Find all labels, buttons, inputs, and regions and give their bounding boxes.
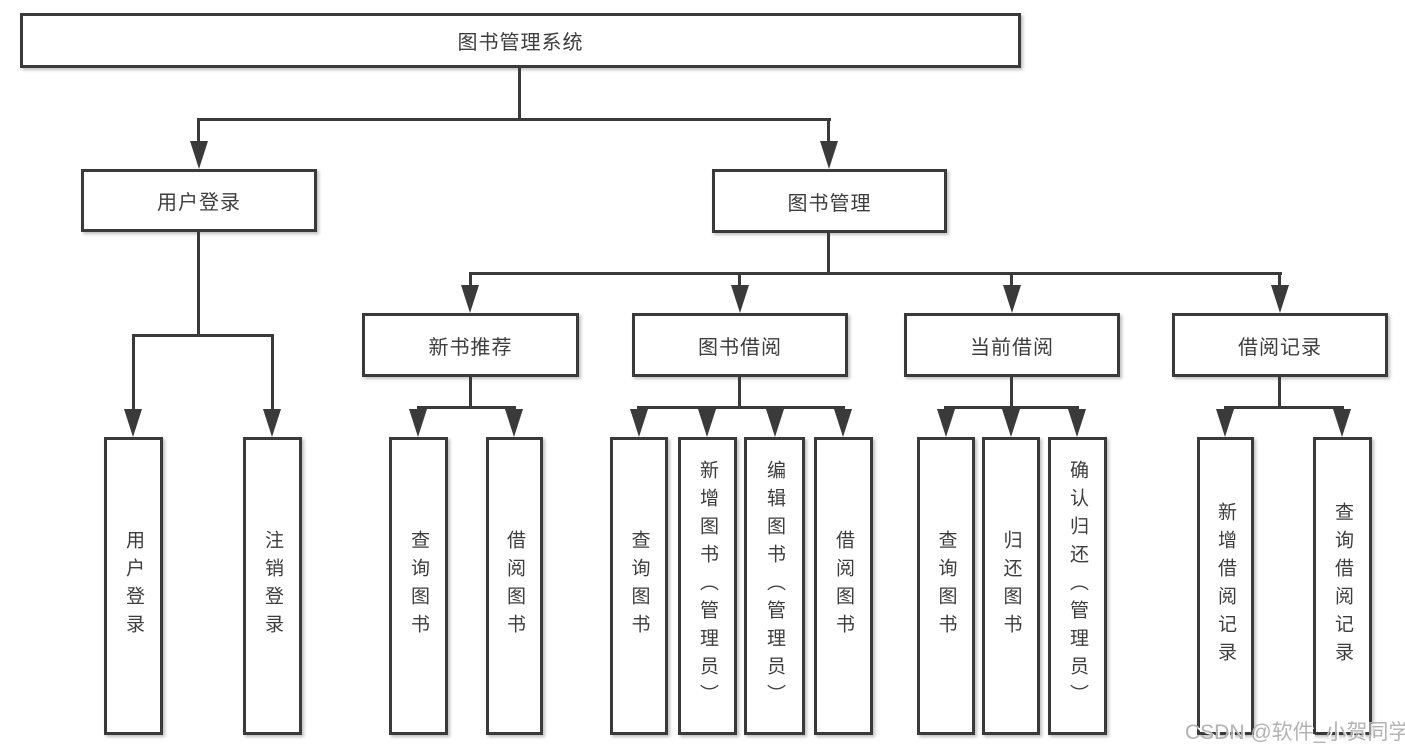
node-book-management: 图书管理 bbox=[712, 169, 947, 233]
node-user-login: 用户登录 bbox=[81, 169, 317, 232]
connector-borrow-records-stem bbox=[1278, 377, 1281, 408]
arrow-down-icon bbox=[937, 409, 955, 437]
connector-new-book-branch bbox=[417, 406, 516, 409]
arrow-down-icon bbox=[820, 141, 838, 169]
arrow-down-icon bbox=[1002, 409, 1020, 437]
node-current-borrow: 当前借阅 bbox=[904, 313, 1120, 377]
arrow-down-icon bbox=[1216, 409, 1234, 437]
arrow-down-icon bbox=[1333, 409, 1351, 437]
leaf-confirm-return-admin: 确认归还（管理员） bbox=[1048, 437, 1107, 735]
leaf-logout: 注销登录 bbox=[243, 437, 302, 735]
leaf-query-books-recommend: 查询图书 bbox=[389, 437, 448, 735]
connector-to-new-book bbox=[469, 272, 472, 287]
arrow-down-icon bbox=[505, 409, 523, 437]
arrow-down-icon bbox=[409, 409, 427, 437]
leaf-edit-books-admin: 编辑图书（管理员） bbox=[744, 437, 805, 735]
leaf-query-borrow-record: 查询借阅记录 bbox=[1313, 437, 1372, 735]
arrow-down-icon bbox=[190, 141, 208, 169]
connector-book-borrow-stem bbox=[738, 377, 741, 408]
connector-to-leaf-user-login bbox=[132, 334, 135, 411]
arrow-down-icon bbox=[698, 409, 716, 437]
connector-root-stem bbox=[518, 66, 521, 120]
arrow-down-icon bbox=[766, 409, 784, 437]
connector-borrow-records-branch bbox=[1224, 406, 1344, 409]
leaf-borrow-books: 借阅图书 bbox=[814, 437, 873, 735]
node-library-system: 图书管理系统 bbox=[20, 13, 1021, 68]
csdn-watermark: CSDN @软件_小贺同学 bbox=[1185, 721, 1405, 744]
connector-book-management-branch bbox=[469, 272, 1282, 275]
connector-to-book-management bbox=[827, 118, 830, 145]
connector-book-management-stem bbox=[827, 233, 830, 275]
connector-to-borrow-records bbox=[1278, 272, 1281, 287]
arrow-down-icon bbox=[731, 285, 749, 313]
leaf-query-books-borrow: 查询图书 bbox=[610, 437, 668, 735]
arrow-down-icon bbox=[1271, 285, 1289, 313]
leaf-borrow-books-recommend: 借阅图书 bbox=[486, 437, 543, 735]
node-book-borrow: 图书借阅 bbox=[632, 313, 848, 377]
connector-book-borrow-branch bbox=[637, 406, 845, 409]
connector-current-borrow-stem bbox=[1010, 377, 1013, 408]
node-borrow-records: 借阅记录 bbox=[1172, 313, 1388, 377]
arrow-down-icon bbox=[1068, 409, 1086, 437]
leaf-add-books-admin: 新增图书（管理员） bbox=[678, 437, 737, 735]
connector-new-book-stem bbox=[469, 377, 472, 408]
connector-to-user-login bbox=[197, 118, 200, 145]
leaf-return-books: 归还图书 bbox=[982, 437, 1040, 735]
arrow-down-icon bbox=[263, 409, 281, 437]
connector-to-current-borrow bbox=[1010, 272, 1013, 287]
arrow-down-icon bbox=[834, 409, 852, 437]
arrow-down-icon bbox=[124, 409, 142, 437]
arrow-down-icon bbox=[1003, 285, 1021, 313]
connector-root-branch bbox=[197, 118, 831, 121]
connector-user-login-stem bbox=[197, 232, 200, 337]
leaf-user-login: 用户登录 bbox=[104, 437, 163, 735]
connector-current-borrow-branch bbox=[944, 406, 1079, 409]
connector-user-login-branch bbox=[132, 334, 274, 337]
arrow-down-icon bbox=[461, 285, 479, 313]
connector-to-leaf-logout bbox=[271, 334, 274, 411]
node-new-book-recommend: 新书推荐 bbox=[362, 313, 579, 377]
leaf-add-borrow-record: 新增借阅记录 bbox=[1197, 437, 1254, 735]
connector-to-book-borrow bbox=[738, 272, 741, 287]
arrow-down-icon bbox=[630, 409, 648, 437]
leaf-query-books-current: 查询图书 bbox=[917, 437, 975, 735]
